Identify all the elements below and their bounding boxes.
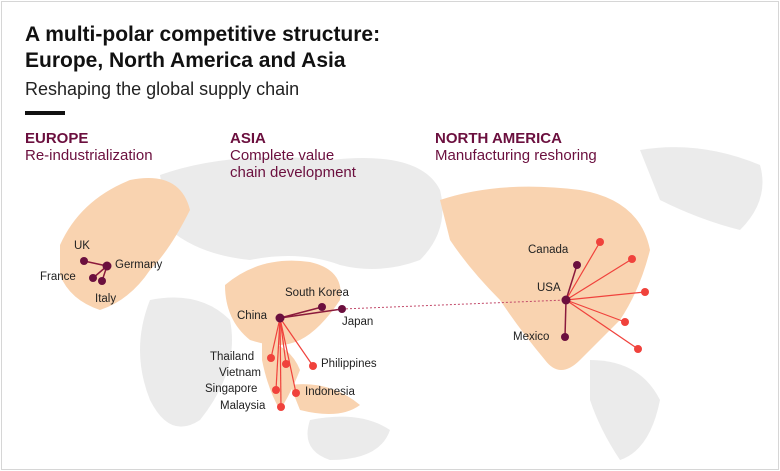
region-asia: ASIA Complete value chain development: [230, 130, 356, 181]
region-name: ASIA: [230, 130, 266, 147]
label-mexico: Mexico: [513, 331, 550, 343]
subtitle: Reshaping the global supply chain: [25, 79, 300, 99]
region-theme: Complete value: [230, 147, 335, 164]
label-indonesia: Indonesia: [305, 386, 355, 398]
label-singapore: Singapore: [205, 383, 258, 395]
label-usa: USA: [537, 282, 561, 294]
region-north-america: NORTH AMERICA Manufacturing reshoring: [435, 130, 597, 164]
region-theme: chain development: [230, 164, 356, 181]
region-name: EUROPE: [25, 130, 89, 147]
page-title: A multi-polar competitive structure: Eur…: [25, 22, 380, 74]
label-france: France: [40, 271, 76, 283]
label-china: China: [237, 310, 268, 322]
hub-nodes: [80, 257, 581, 341]
label-philippines: Philippines: [321, 358, 377, 370]
label-thailand: Thailand: [210, 351, 255, 363]
label-vietnam: Vietnam: [219, 367, 261, 379]
land-gray: [140, 147, 763, 460]
spoke-links: [270, 241, 646, 408]
spoke-nodes: [267, 238, 649, 411]
label-germany: Germany: [115, 259, 163, 271]
label-malaysia: Malaysia: [220, 400, 266, 412]
label-south-korea: South Korea: [285, 287, 349, 299]
label-italy: Italy: [95, 293, 117, 305]
title-line-1: A multi-polar competitive structure:: [25, 23, 381, 46]
label-japan: Japan: [342, 316, 374, 328]
asia-usa-link: [341, 299, 567, 310]
region-name: NORTH AMERICA: [435, 130, 562, 147]
region-theme: Manufacturing reshoring: [435, 147, 597, 164]
title-rule: [25, 111, 65, 115]
label-canada: Canada: [528, 244, 569, 256]
region-theme: Re-industrialization: [25, 147, 153, 164]
label-uk: UK: [74, 240, 90, 252]
title-line-2: Europe, North America and Asia: [25, 49, 346, 72]
region-europe: EUROPE Re-industrialization: [25, 130, 153, 164]
